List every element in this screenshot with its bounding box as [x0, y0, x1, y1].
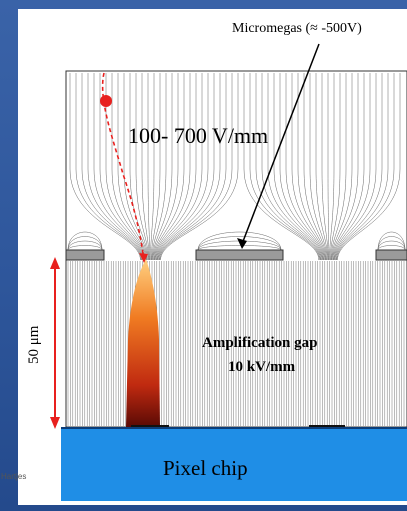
electron-avalanche: [126, 259, 160, 427]
mesh-bar-right: [375, 249, 407, 261]
mesh-bar-left: [65, 249, 105, 261]
author-credit: Hartjes: [1, 472, 27, 481]
figure-panel: Micromegas (≈ -500V) 100- 700 V/mm Ampli…: [18, 9, 407, 505]
field-line-diagram: [50, 43, 407, 429]
pixel-chip-label: Pixel chip: [163, 456, 248, 480]
amplification-gap-title: Amplification gap: [202, 335, 318, 351]
electron-track-arrowhead: [139, 253, 148, 263]
micromegas-arrowhead: [237, 238, 247, 249]
gap-size-arrowhead-bottom: [50, 417, 60, 429]
drift-field-lines: [67, 73, 406, 261]
amplification-gap-field: 10 kV/mm: [228, 359, 296, 375]
pixel-chip: [61, 427, 407, 501]
amplification-field-lines: [67, 261, 405, 426]
gap-size-label: 50 μm: [26, 325, 42, 364]
electron-dot: [100, 95, 112, 107]
mesh-bar-center: [195, 249, 284, 261]
micromegas-label: Micromegas (≈ -500V): [232, 21, 362, 36]
micromegas-pointer-arrow: [241, 43, 320, 245]
electron-track: [101, 72, 145, 262]
gap-size-arrowhead-top: [50, 257, 60, 269]
drift-field-label: 100- 700 V/mm: [128, 123, 269, 148]
